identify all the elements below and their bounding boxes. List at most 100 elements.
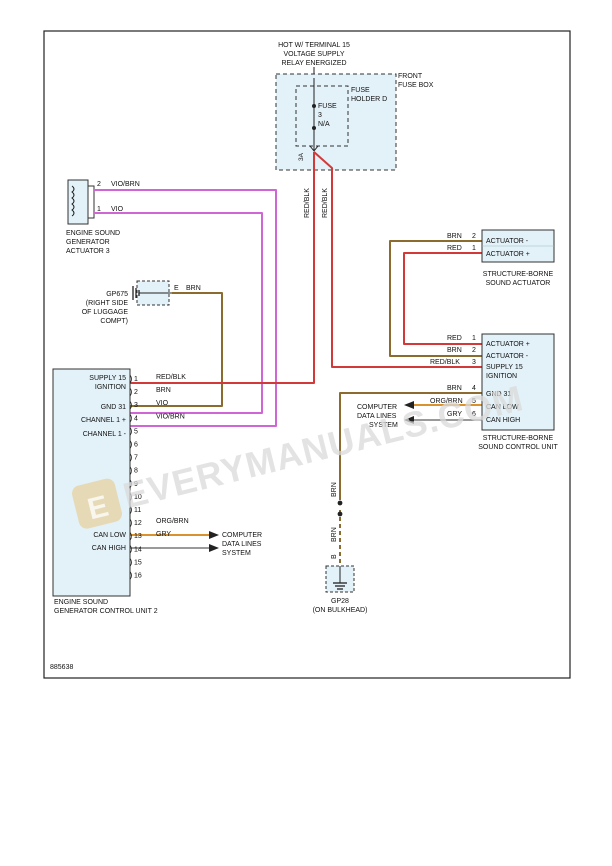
cu2-pin-number: 10 — [134, 494, 142, 501]
cu2-wire-label: BRN — [156, 387, 171, 394]
fuse-source-line3: RELAY ENERGIZED — [281, 60, 346, 67]
gp675-name-line4: COMPT) — [100, 318, 128, 325]
actuator3-wire-1: VIO — [111, 206, 124, 213]
cu2-pin-tick — [129, 414, 132, 423]
scu-name-line2: SOUND CONTROL UNIT — [478, 444, 558, 451]
scu-label-6: CAN HIGH — [486, 417, 520, 424]
scu-pin-2: 2 — [472, 347, 476, 354]
fuse-icon-end — [312, 126, 316, 130]
arrow-left-icon — [404, 401, 414, 409]
sba-name-line2: SOUND ACTUATOR — [486, 280, 551, 287]
arrow-right-icon — [209, 531, 219, 539]
cu2-pin-number: 13 — [134, 533, 142, 540]
actuator3-connector — [87, 185, 95, 219]
fuse-number: 3 — [318, 112, 322, 119]
gp28-wire-lower: BRN — [331, 527, 338, 542]
cu2-label-supply: SUPPLY 15 — [89, 375, 126, 382]
gp28-pin: B — [331, 554, 338, 559]
cu2-name-line1: ENGINE SOUND — [54, 599, 108, 606]
scu-pin-4: 4 — [472, 385, 476, 392]
actuator3-name-line1: ENGINE SOUND — [66, 230, 120, 237]
actuator3-pin-2: 2 — [97, 181, 101, 188]
watermark-logo-icon: E — [71, 478, 122, 529]
cu2-pin-tick — [129, 427, 132, 436]
fuse-box-label-line2: FUSE BOX — [398, 82, 434, 89]
cu2-pin-number: 8 — [134, 468, 138, 475]
wire-brn-actuator-minus — [389, 240, 483, 357]
cu2-pin-number: 16 — [134, 573, 142, 580]
gp28-name-line1: GP28 — [331, 598, 349, 605]
scu-data-line3: SYSTEM — [369, 422, 398, 429]
front-fuse-box: HOT W/ TERMINAL 15 VOLTAGE SUPPLY RELAY … — [275, 42, 434, 171]
cu2-pin-number: 2 — [134, 389, 138, 396]
cu2-pin-tick — [129, 400, 132, 410]
cu2-pin-number: 9 — [134, 481, 138, 488]
cu2-pin-tick — [129, 492, 132, 502]
fuse-label: FUSE — [318, 103, 337, 110]
cu2-label-gnd: GND 31 — [101, 404, 126, 411]
cu2-pin-tick — [129, 387, 132, 397]
structure-borne-actuator: BRN 2 ACTUATOR - RED 1 ACTUATOR + STRUCT… — [447, 229, 555, 287]
actuator3-name-line3: ACTUATOR 3 — [66, 248, 110, 255]
cu2-pin-tick — [129, 374, 132, 384]
gp675-pin: E — [174, 285, 179, 292]
scu-name-line1: STRUCTURE-BORNE — [483, 435, 554, 442]
cu2-pin-number: 1 — [134, 376, 138, 383]
sba-name-line1: STRUCTURE-BORNE — [483, 271, 554, 278]
cu2-pin-tick — [129, 505, 132, 515]
sba-wire-2: BRN — [447, 233, 462, 240]
wire-red-actuator-plus — [403, 252, 483, 345]
gp675-name-line3: OF LUGGAGE — [82, 309, 129, 316]
cu2-pin-tick — [129, 531, 132, 541]
scu-wire-4: BRN — [447, 385, 462, 392]
engine-sound-actuator-3: 2 VIO/BRN 1 VIO ENGINE SOUND GENERATOR A… — [66, 179, 140, 255]
sba-pin-1: 1 — [472, 245, 476, 252]
scu-label-3: SUPPLY 15 — [486, 364, 523, 371]
cu2-pin-number: 15 — [134, 559, 142, 566]
wire-brn-gp675 — [130, 292, 223, 407]
gp28-wire-upper: BRN — [331, 482, 338, 497]
cu2-pin-tick — [129, 466, 132, 475]
fuse-holder-line1: FUSE — [351, 87, 370, 94]
structure-borne-control-unit: RED 1 ACTUATOR + BRN 2 ACTUATOR - RED/BL… — [357, 333, 558, 451]
scu-data-line1: COMPUTER — [357, 404, 397, 411]
cu2-pin-tick — [129, 518, 132, 528]
sba-label-1: ACTUATOR + — [486, 251, 530, 258]
fuse-amp-label: 3A — [298, 152, 305, 161]
fuse-source-line1: HOT W/ TERMINAL 15 — [278, 42, 350, 49]
splice-dot — [337, 500, 343, 506]
fuse-output-chevron-icon — [309, 145, 319, 152]
actuator3-wire-2: VIO/BRN — [111, 181, 140, 188]
splice-dot — [337, 511, 343, 517]
scu-wire-2: BRN — [447, 347, 462, 354]
cu2-pin-number: 5 — [134, 428, 138, 435]
cu2-pin-tick — [129, 545, 132, 554]
cu2-pin-tick — [129, 440, 132, 449]
cu2-pin-number: 14 — [134, 546, 142, 553]
fuse-box-outline — [275, 73, 397, 171]
actuator3-name-line2: GENERATOR — [66, 239, 110, 246]
gp675-wire: BRN — [186, 285, 201, 292]
cu2-wire-label: VIO/BRN — [156, 413, 185, 420]
scu-pin-3: 3 — [472, 359, 476, 366]
cu2-pin-tick — [129, 479, 132, 489]
wires — [94, 151, 483, 566]
cu2-data-line3: SYSTEM — [222, 550, 251, 557]
cu2-pin-number: 4 — [134, 415, 138, 422]
cu2-wire-label: VIO — [156, 400, 169, 407]
fuse-source-line2: VOLTAGE SUPPLY — [283, 51, 344, 58]
cu2-label-canlow: CAN LOW — [93, 532, 126, 539]
cu2-pin-number: 3 — [134, 402, 138, 409]
arrow-right-icon — [209, 544, 219, 552]
cu2-wire-label: GRY — [156, 531, 171, 538]
cu2-data-line1: COMPUTER — [222, 532, 262, 539]
cu2-pin-tick — [129, 558, 132, 567]
sba-label-2: ACTUATOR - — [486, 238, 529, 245]
scu-body — [481, 333, 555, 431]
actuator3-pin-1: 1 — [97, 206, 101, 213]
scu-ignition: IGNITION — [486, 373, 517, 380]
wire-vio — [94, 212, 263, 414]
cu2-label-ch1p: CHANNEL 1 + — [81, 417, 126, 424]
